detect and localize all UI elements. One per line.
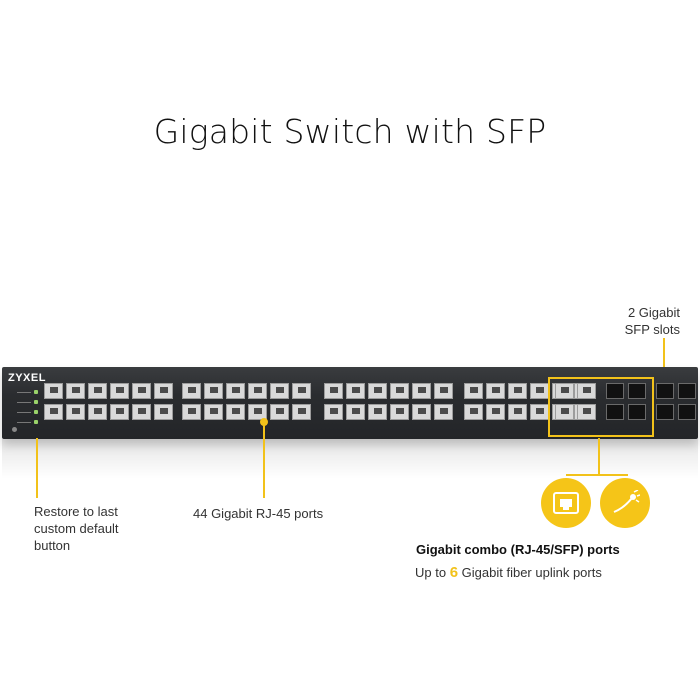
sfp-slots-label-line1: 2 Gigabit xyxy=(627,305,680,320)
rj45-port xyxy=(44,404,63,420)
rj45-port xyxy=(530,404,549,420)
rj45-port xyxy=(390,383,409,399)
rj45-port xyxy=(292,404,311,420)
rj45-port xyxy=(66,383,85,399)
fiber-optic-icon xyxy=(600,478,650,528)
rj45-port xyxy=(324,404,343,420)
rj45-port xyxy=(132,404,151,420)
combo-sfp-slot xyxy=(606,404,624,420)
rj45-port xyxy=(66,404,85,420)
rj45-port xyxy=(346,383,365,399)
rj45-port xyxy=(270,383,289,399)
rj45-port xyxy=(390,404,409,420)
led-indicator xyxy=(10,419,38,425)
combo-rj45-port xyxy=(555,404,574,420)
rj45-port xyxy=(182,383,201,399)
rj45-port xyxy=(412,383,431,399)
rj45-port xyxy=(324,383,343,399)
rj45-port xyxy=(508,404,527,420)
rj45-port xyxy=(88,383,107,399)
rj45-port xyxy=(110,404,129,420)
sfp-slots-label-line2: SFP slots xyxy=(624,322,680,337)
combo-sub-prefix: Up to xyxy=(415,565,447,580)
combo-sub-suffix: Gigabit fiber uplink ports xyxy=(461,565,602,580)
rj45-port xyxy=(226,404,245,420)
rj45-ports-label: 44 Gigabit RJ-45 ports xyxy=(193,506,324,521)
rj45-port xyxy=(182,404,201,420)
reset-button[interactable] xyxy=(12,427,17,432)
sfp-guide-line xyxy=(663,338,665,388)
chassis-shadow xyxy=(2,439,698,479)
rj45-port xyxy=(530,383,549,399)
brand-logo: ZYXEL xyxy=(8,372,46,384)
combo-guide-line-horizontal xyxy=(566,474,628,476)
rj45-port xyxy=(44,383,63,399)
restore-label-line3: button xyxy=(34,538,71,553)
sfp-slots-label: 2 Gigabit SFP slots xyxy=(560,304,680,338)
rj45-port xyxy=(204,404,223,420)
rj45-port xyxy=(270,404,289,420)
restore-guide-line xyxy=(36,438,38,498)
combo-sub-number: 6 xyxy=(449,564,459,581)
rj45-port xyxy=(434,383,453,399)
combo-guide-line xyxy=(598,438,600,474)
rj45-port xyxy=(154,404,173,420)
rj45-port xyxy=(412,404,431,420)
rj45-port xyxy=(204,383,223,399)
rj45-guide-dot xyxy=(260,418,268,426)
combo-sfp-slot xyxy=(606,383,624,399)
rj45-port xyxy=(486,383,505,399)
rj45-port xyxy=(508,383,527,399)
rj45-port xyxy=(368,383,387,399)
ethernet-port-icon xyxy=(541,478,591,528)
restore-label-line2: custom default xyxy=(34,521,119,536)
page-title: Gigabit Switch with SFP xyxy=(153,112,547,151)
rj45-port xyxy=(88,404,107,420)
rj45-port xyxy=(486,404,505,420)
sfp-slot xyxy=(656,404,674,420)
rj45-port xyxy=(110,383,129,399)
rj45-port xyxy=(132,383,151,399)
sfp-slot xyxy=(678,404,696,420)
restore-label: Restore to last custom default button xyxy=(34,503,174,554)
rj45-port xyxy=(464,404,483,420)
led-indicator xyxy=(10,409,38,415)
rj45-port xyxy=(434,404,453,420)
rj45-port xyxy=(226,383,245,399)
restore-label-line1: Restore to last xyxy=(34,504,118,519)
rj45-port xyxy=(464,383,483,399)
rj45-port xyxy=(346,404,365,420)
combo-sfp-slot xyxy=(628,404,646,420)
status-leds xyxy=(10,389,38,429)
combo-rj45-port xyxy=(555,383,574,399)
rj45-port xyxy=(292,383,311,399)
sfp-slot xyxy=(678,383,696,399)
rj45-port xyxy=(248,404,267,420)
combo-rj45-port xyxy=(577,383,596,399)
combo-rj45-port xyxy=(577,404,596,420)
led-indicator xyxy=(10,389,38,395)
switch-chassis: ZYXEL xyxy=(2,367,698,439)
rj45-guide-line xyxy=(263,422,265,498)
combo-ports-subtitle: Up to 6 Gigabit fiber uplink ports xyxy=(415,564,685,581)
combo-sfp-slot xyxy=(628,383,646,399)
combo-ports-highlight xyxy=(548,377,654,437)
sfp-slot xyxy=(656,383,674,399)
rj45-port xyxy=(248,383,267,399)
led-indicator xyxy=(10,399,38,405)
rj45-port xyxy=(368,404,387,420)
rj45-port xyxy=(154,383,173,399)
combo-ports-title: Gigabit combo (RJ-45/SFP) ports xyxy=(416,542,620,557)
